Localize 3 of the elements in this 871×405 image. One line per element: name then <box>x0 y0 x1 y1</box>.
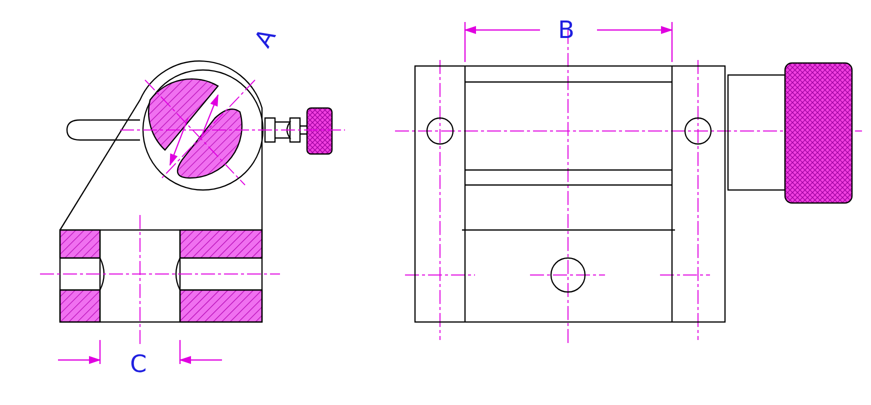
dimension-label: B <box>558 18 574 42</box>
dimension-label: A <box>250 24 280 52</box>
dimension-label: C <box>130 352 147 376</box>
